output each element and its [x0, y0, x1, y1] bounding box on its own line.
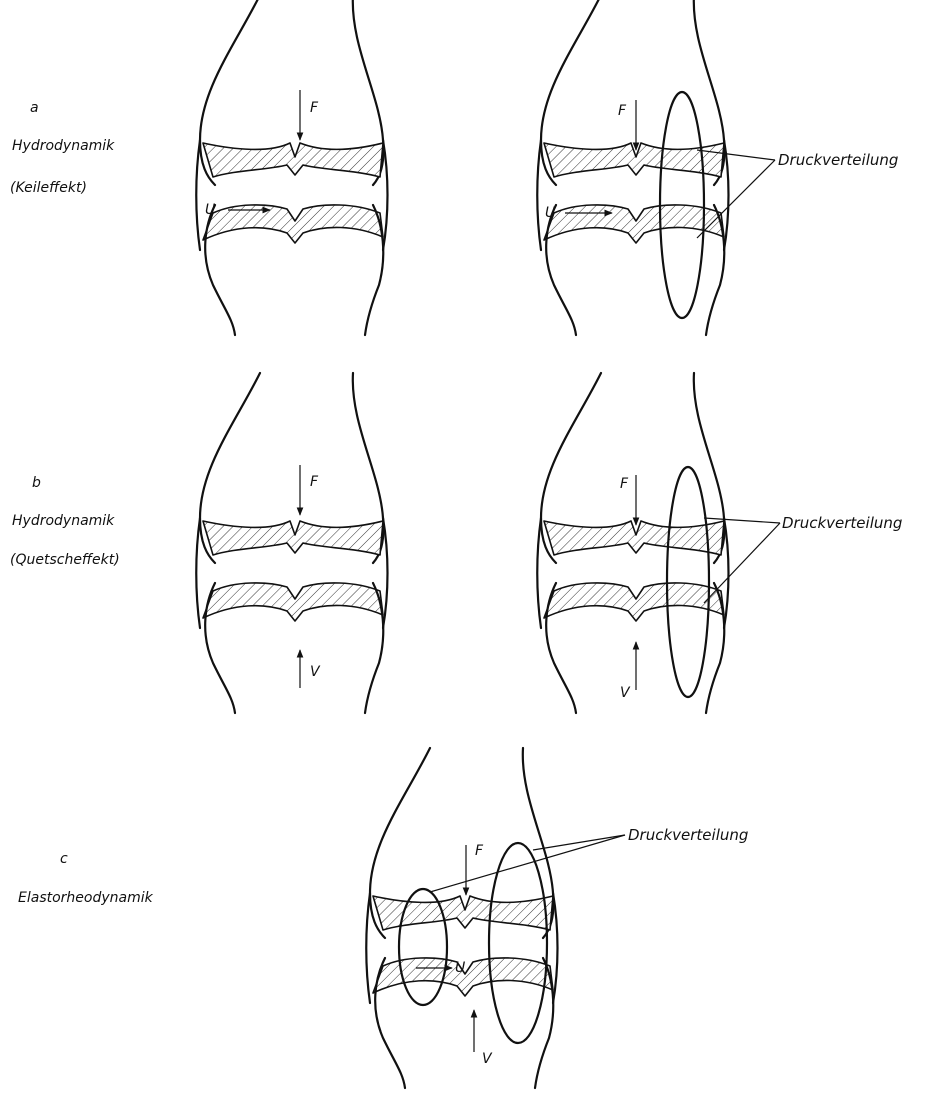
squeeze-label: V	[310, 664, 321, 680]
joint-a-right	[537, 0, 728, 335]
pressure-label: Druckverteilung	[628, 826, 748, 844]
svg-text:Hydrodynamik: Hydrodynamik	[12, 138, 115, 154]
pressure-distribution-ellipse	[489, 843, 547, 1043]
force-label: F	[310, 474, 319, 490]
svg-text:b: b	[32, 475, 41, 491]
force-label: F	[620, 476, 629, 492]
svg-text:a: a	[30, 100, 39, 116]
squeeze-label: V	[620, 685, 631, 701]
force-label: F	[475, 843, 484, 859]
panel-a-label: a Hydrodynamik (Keileffekt)	[10, 100, 115, 196]
pressure-distribution-ellipse	[667, 467, 709, 697]
sliding-label: U	[205, 202, 215, 218]
force-label: F	[618, 103, 627, 119]
force-label: F	[310, 100, 319, 116]
svg-text:Hydrodynamik: Hydrodynamik	[12, 513, 115, 529]
sliding-label: U	[455, 960, 465, 976]
svg-text:Elastorheodynamik: Elastorheodynamik	[18, 890, 154, 906]
leader-line	[533, 835, 625, 850]
leader-line	[430, 835, 625, 892]
joint-b-left	[196, 373, 387, 713]
squeeze-label: V	[482, 1051, 493, 1067]
joint-b-right	[537, 373, 728, 713]
svg-text:c: c	[60, 851, 68, 867]
panel-b-label: b Hydrodynamik (Quetscheffekt)	[10, 475, 120, 568]
svg-text:(Keileffekt): (Keileffekt)	[10, 180, 87, 196]
svg-text:(Quetscheffekt): (Quetscheffekt)	[10, 552, 120, 568]
panel-c-label: c Elastorheodynamik	[18, 851, 154, 906]
joint-a-left	[196, 0, 387, 335]
sliding-label: U	[545, 205, 555, 221]
pressure-label: Druckverteilung	[778, 151, 898, 169]
pressure-label: Druckverteilung	[782, 514, 902, 532]
